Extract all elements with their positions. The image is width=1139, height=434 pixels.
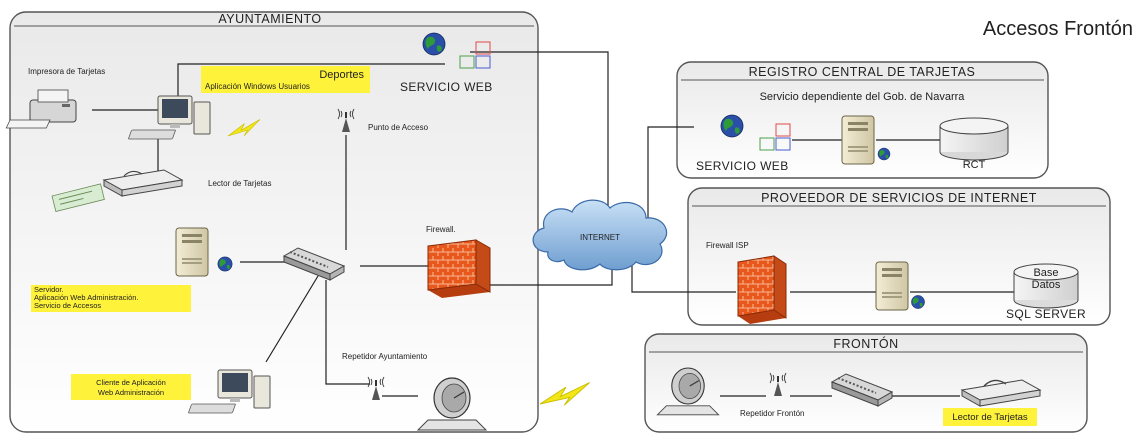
client-note: Cliente de Aplicación Web Administración xyxy=(71,374,191,400)
zone-ayuntamiento: AYUNTAMIENTO xyxy=(9,11,539,433)
firewall-icon xyxy=(737,255,787,324)
server-note: Servidor. Aplicación Web Administración.… xyxy=(31,285,191,312)
sql-server-label: SQL SERVER xyxy=(1006,307,1086,321)
client-note-line2: Web Administración xyxy=(98,388,164,397)
globe-icon xyxy=(877,147,891,161)
card-reader-label: Lector de Tarjetas xyxy=(208,179,271,188)
db-label-line2: Datos xyxy=(1032,279,1061,291)
server-note-line2: Aplicación Web Administración. xyxy=(34,293,139,302)
servicio-web-ayto-label: SERVICIO WEB xyxy=(400,80,493,94)
repeater-ayto-label: Repetidor Ayuntamiento xyxy=(342,352,428,361)
lector-fronton-note: Lector de Tarjetas xyxy=(943,408,1037,426)
lightning-icon xyxy=(538,382,592,408)
printer-icon xyxy=(5,89,77,129)
firewall-label: Firewall. xyxy=(426,225,456,234)
zone-title-proveedor: PROVEEDOR DE SERVICIOS DE INTERNET xyxy=(761,191,1037,205)
deportes-subtitle: Aplicación Windows Usuarios xyxy=(205,82,310,91)
deportes-note: Deportes Aplicación Windows Usuarios xyxy=(201,66,370,93)
internet-label: INTERNET xyxy=(580,233,620,242)
servicio-web-rct-label: SERVICIO WEB xyxy=(696,159,789,173)
db-label-line1: Base xyxy=(1033,267,1058,279)
page-title: Accesos Frontón xyxy=(983,18,1133,40)
globe-icon xyxy=(217,256,233,272)
card-reader-icon xyxy=(102,169,184,197)
zone-title-ayuntamiento: AYUNTAMIENTO xyxy=(218,12,321,26)
printer-label: Impresora de Tarjetas xyxy=(28,67,105,76)
deportes-title: Deportes xyxy=(319,69,364,81)
zone-title-registro: REGISTRO CENTRAL DE TARJETAS xyxy=(749,65,976,79)
database-icon xyxy=(1013,263,1079,309)
server-icon xyxy=(175,227,209,277)
zone-proveedor: PROVEEDOR DE SERVICIOS DE INTERNET xyxy=(687,187,1111,326)
server-note-line3: Servicio de Accesos xyxy=(34,301,101,310)
globe-icon xyxy=(720,114,744,138)
card-icon xyxy=(51,183,105,213)
repeater-fronton-label: Repetidor Frontón xyxy=(740,409,804,418)
card-reader-icon xyxy=(960,379,1042,407)
database-icon xyxy=(939,117,1009,161)
zone-title-fronton: FRONTÓN xyxy=(833,336,898,351)
globe-icon xyxy=(422,32,446,56)
rct-label: RCT xyxy=(963,159,986,171)
firewall-icon xyxy=(427,239,491,298)
server-note-line1: Servidor. xyxy=(34,285,64,294)
lector-fronton-label: Lector de Tarjetas xyxy=(952,412,1028,423)
server-icon xyxy=(875,261,909,311)
access-point-label: Punto de Acceso xyxy=(368,123,429,132)
server-icon xyxy=(841,115,875,165)
globe-icon xyxy=(911,295,925,309)
client-note-line1: Cliente de Aplicación xyxy=(96,378,166,387)
firewall-isp-label: Firewall ISP xyxy=(706,241,749,250)
registro-subtitle: Servicio dependiente del Gob. de Navarra xyxy=(760,91,966,103)
cloud-icon: INTERNET xyxy=(532,199,668,271)
